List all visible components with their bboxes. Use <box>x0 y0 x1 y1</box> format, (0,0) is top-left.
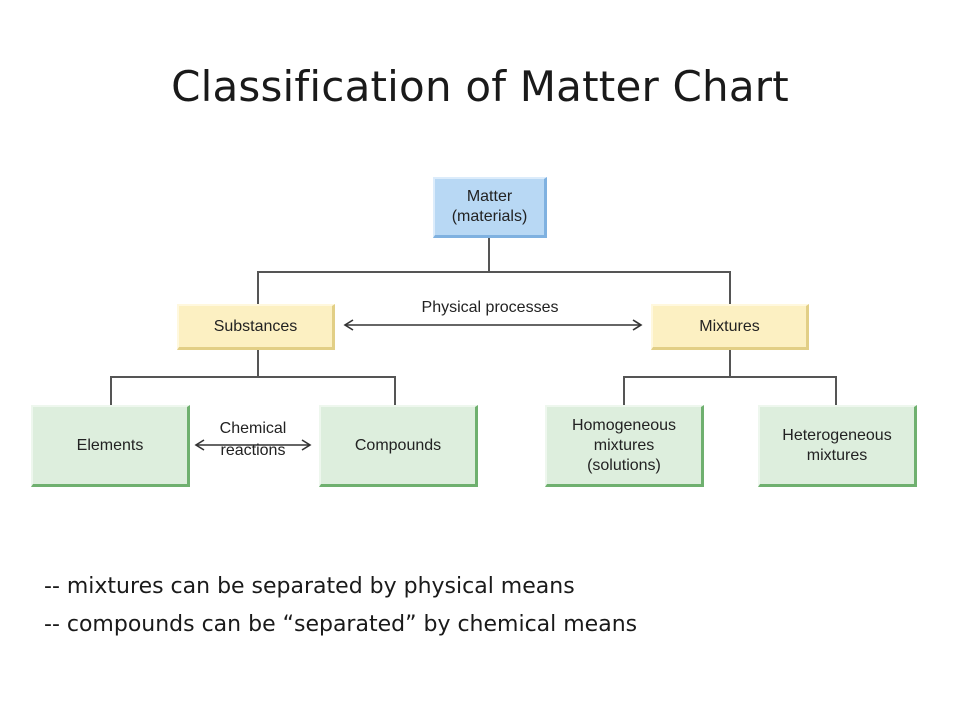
connector-line <box>623 376 625 406</box>
connector-line <box>257 271 259 305</box>
chemical-reactions-label: Chemical reactions <box>219 420 287 459</box>
connector-line <box>110 376 396 378</box>
connector-line <box>257 271 731 273</box>
connector-line <box>394 376 396 406</box>
page-title: Classification of Matter Chart <box>171 62 789 111</box>
node-compounds: Compounds <box>319 405 478 487</box>
connector-line <box>729 271 731 305</box>
note-line: -- mixtures can be separated by physical… <box>44 574 575 599</box>
node-elements: Elements <box>31 405 190 487</box>
physical-processes-arrow <box>343 319 643 331</box>
node-homogeneous-mixtures: Homogeneous mixtures (solutions) <box>545 405 704 487</box>
connector-line <box>257 348 259 378</box>
node-mixtures: Mixtures <box>651 304 809 350</box>
note-line: -- compounds can be “separated” by chemi… <box>44 612 638 637</box>
connector-line <box>110 376 112 406</box>
node-substances: Substances <box>177 304 335 350</box>
connector-line <box>729 348 731 378</box>
node-matter: Matter (materials) <box>433 177 547 238</box>
notes: -- mixtures can be separated by physical… <box>44 568 637 644</box>
connector-line <box>623 376 837 378</box>
connector-line <box>835 376 837 406</box>
node-heterogeneous-mixtures: Heterogeneous mixtures <box>758 405 917 487</box>
chemical-reactions-arrow <box>194 439 312 451</box>
connector-line <box>488 236 490 273</box>
physical-processes-label: Physical processes <box>421 299 559 316</box>
